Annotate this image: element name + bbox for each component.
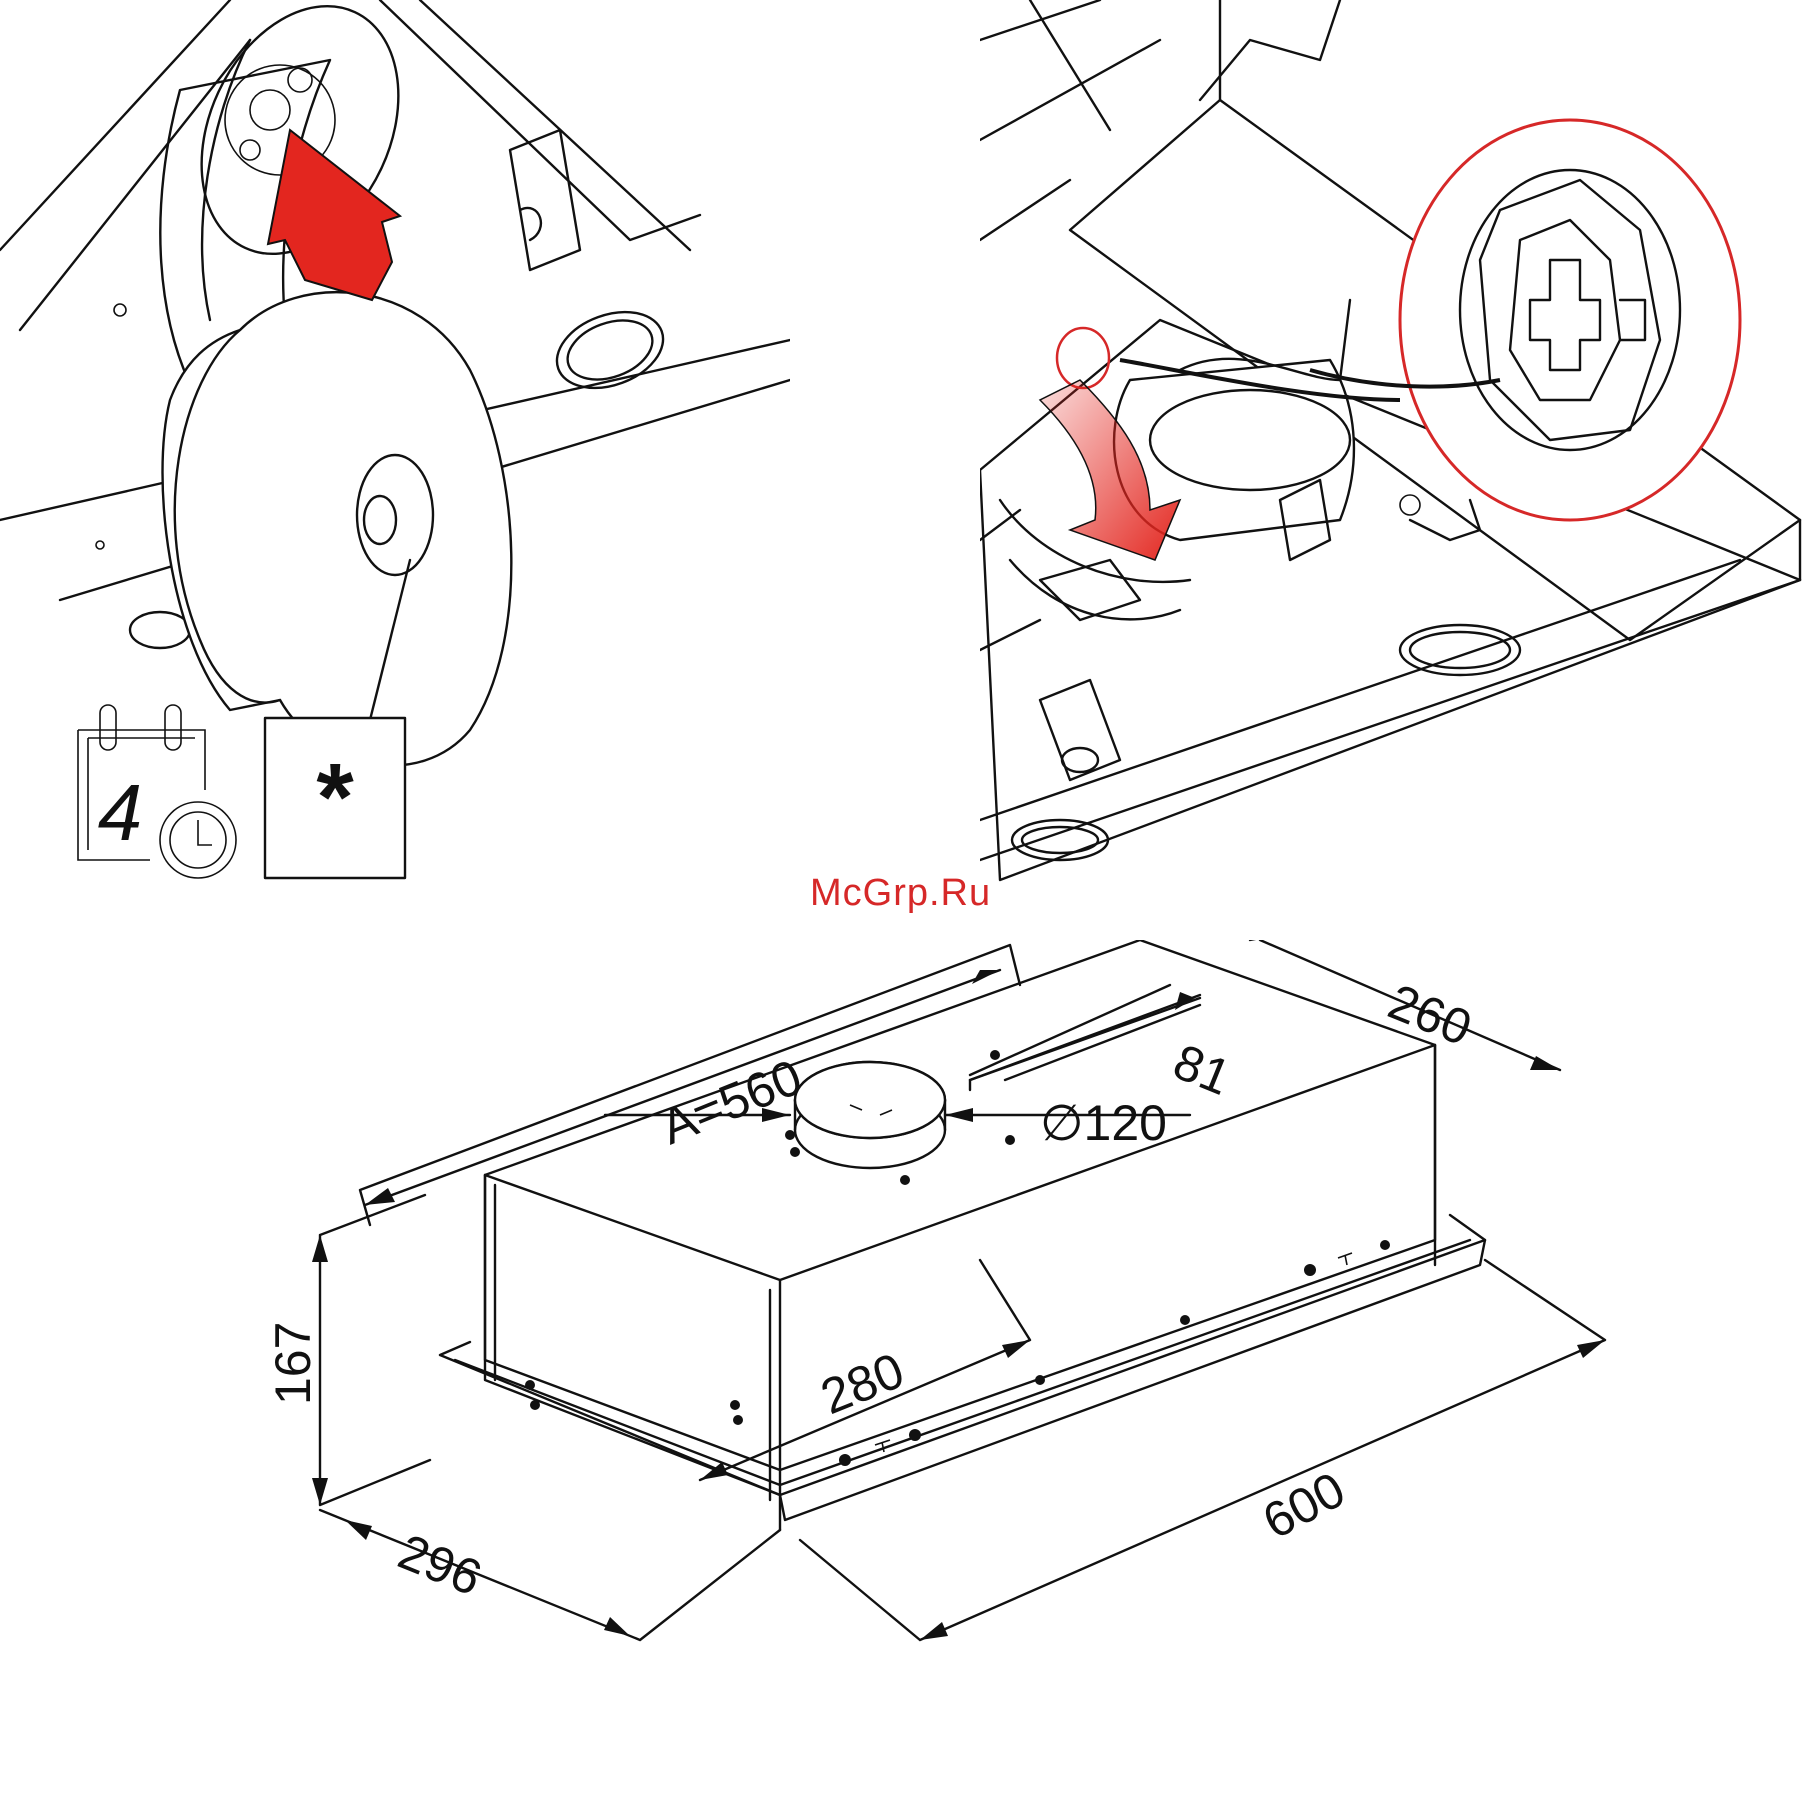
watermark: McGrp.Ru bbox=[810, 872, 991, 915]
latch-detail-panel bbox=[980, 0, 1808, 900]
dim-front-depth: 296 bbox=[391, 1523, 489, 1606]
dim-height: 167 bbox=[265, 1322, 321, 1405]
filter-removal-panel: * 4 bbox=[0, 0, 790, 900]
dimensions-panel: A=560 260 81 ∅120 280 167 296 600 bbox=[0, 940, 1808, 1801]
filter-removal-illustration: * 4 bbox=[0, 0, 790, 900]
latch-highlight bbox=[1057, 328, 1109, 388]
grease-filter bbox=[163, 292, 512, 765]
hood-body bbox=[440, 940, 1485, 1530]
clock-icon bbox=[160, 802, 236, 878]
interval-number: 4 bbox=[98, 768, 143, 857]
calendar-icon: 4 bbox=[78, 705, 205, 860]
latch-detail-illustration bbox=[980, 0, 1808, 900]
dim-diameter: ∅120 bbox=[1040, 1095, 1167, 1151]
up-arrow-icon bbox=[268, 130, 400, 300]
star-label: * bbox=[316, 744, 354, 851]
dim-length: 600 bbox=[1254, 1461, 1354, 1550]
hood-dimensions-drawing: A=560 260 81 ∅120 280 167 296 600 bbox=[0, 940, 1808, 1801]
